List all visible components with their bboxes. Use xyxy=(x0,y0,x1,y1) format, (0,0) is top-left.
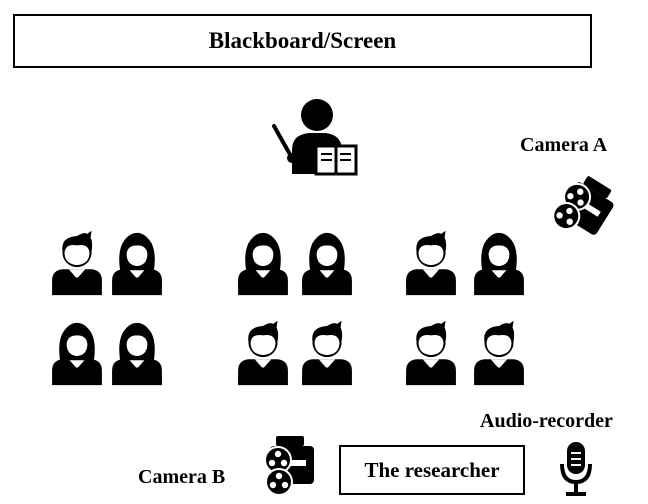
boy-student-icon xyxy=(404,320,458,386)
boy-student-icon xyxy=(236,320,290,386)
teacher-icon xyxy=(270,98,360,176)
camera-b-label: Camera B xyxy=(138,466,226,488)
girl-student-icon xyxy=(472,230,526,296)
girl-student-icon xyxy=(110,320,164,386)
boy-student-icon xyxy=(50,230,104,296)
girl-student-icon xyxy=(236,230,290,296)
researcher-box: The researcher xyxy=(339,445,525,495)
blackboard-label: Blackboard/Screen xyxy=(208,28,397,53)
boy-student-icon xyxy=(404,230,458,296)
boy-student-icon xyxy=(300,320,354,386)
microphone-icon xyxy=(558,440,594,498)
camera-a-label: Camera A xyxy=(520,134,608,156)
girl-student-icon xyxy=(50,320,104,386)
girl-student-icon xyxy=(110,230,164,296)
girl-student-icon xyxy=(300,230,354,296)
researcher-label: The researcher xyxy=(364,457,500,482)
video-camera-icon xyxy=(547,170,619,250)
boy-student-icon xyxy=(472,320,526,386)
blackboard-screen: Blackboard/Screen xyxy=(13,14,592,68)
video-camera-icon xyxy=(258,432,322,498)
audio-recorder-label: Audio-recorder xyxy=(480,410,613,432)
